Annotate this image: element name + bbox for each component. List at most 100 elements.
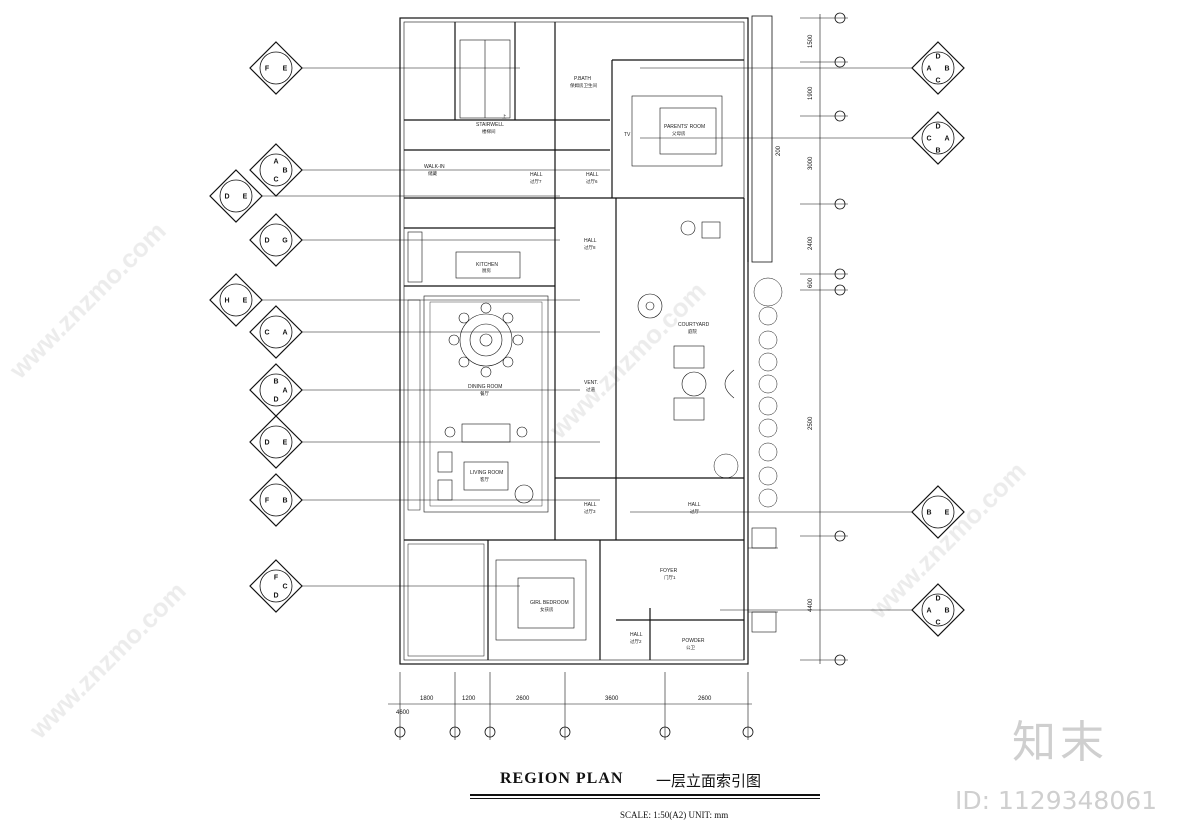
drawing-title: REGION PLAN (500, 770, 624, 787)
room-labels: STAIRWELL 楼梯间 P.BATH 保姆房卫生间 PARENTS' ROO… (424, 76, 710, 650)
watermark-text: www.znzmo.com (22, 576, 191, 745)
tv-label: TV (624, 132, 631, 138)
dimension-value: 200 (776, 145, 782, 156)
room-label: HALL (584, 238, 597, 244)
index-letter: D (935, 54, 940, 61)
stair-up-label: 上 (502, 113, 507, 119)
room-label: PARENTS' ROOM (664, 124, 705, 130)
index-circle (259, 425, 293, 459)
right-dimension-text: 1500 1900 3000 2400 600 2500 4400 200 (776, 34, 814, 612)
index-symbol: DA BC (911, 41, 965, 95)
index-letter: D (273, 397, 278, 404)
bottom-dimension-text: 1800 1200 2600 3600 2600 4600 (396, 696, 712, 716)
room-label: STAIRWELL (476, 122, 504, 128)
dimension-value: 1200 (462, 696, 476, 702)
room-label: HALL (630, 632, 643, 638)
right-grid-markers (834, 12, 846, 666)
index-circle (259, 223, 293, 257)
dimension-value: 2400 (808, 236, 814, 250)
dimension-value: 2600 (698, 696, 712, 702)
index-symbol: ABC (249, 143, 303, 197)
room-label: GIRL BEDROOM (530, 600, 569, 606)
dimension-value: 1900 (808, 86, 814, 100)
room-label-cn: 保姆房卫生间 (570, 82, 597, 89)
index-diamond (209, 273, 263, 327)
index-letter: B (282, 168, 287, 175)
index-diamond (911, 41, 965, 95)
room-label: WALK-IN (424, 164, 445, 170)
index-letter: A (926, 608, 931, 615)
room-label: POWDER (682, 638, 705, 644)
room-label-cn: 过厅8 (584, 244, 596, 251)
index-letter: C (935, 78, 940, 85)
index-diamond (249, 415, 303, 469)
index-letter: F (274, 575, 279, 582)
index-letter: A (282, 388, 287, 395)
index-diamond (249, 473, 303, 527)
index-letter: D (935, 124, 940, 131)
bottom-grid-markers (394, 726, 754, 738)
index-circle (921, 51, 955, 85)
room-label-cn: 厨房 (482, 267, 491, 274)
living-furniture (437, 423, 534, 504)
index-diamond (249, 143, 303, 197)
scale-text: SCALE: 1:50(A2) UNIT: mm (620, 810, 729, 820)
watermark-layer: www.znzmo.com www.znzmo.com www.znzmo.co… (2, 216, 1031, 745)
room-label-cn: 过厅7 (530, 178, 542, 185)
courtyard-furniture (637, 220, 735, 421)
index-letter: A (926, 66, 931, 73)
room-label: LIVING ROOM (470, 470, 503, 476)
room-label-cn: 女孩房 (540, 606, 554, 613)
index-diamond (249, 363, 303, 417)
dimension-value: 3600 (605, 696, 619, 702)
index-letter: C (273, 177, 278, 184)
index-letter: E (243, 194, 248, 201)
index-circle (259, 483, 293, 517)
index-letter: E (243, 298, 248, 305)
index-circle (259, 153, 293, 187)
index-diamond (249, 41, 303, 95)
room-label: COURTYARD (678, 322, 710, 328)
room-label-cn: 庭院 (688, 328, 697, 335)
reference-lines (262, 67, 912, 611)
room-label: DINING ROOM (468, 384, 502, 390)
index-letter: B (944, 608, 949, 615)
title-block: REGION PLAN 一层立面索引图 SCALE: 1:50(A2) UNIT… (470, 768, 830, 828)
room-label-cn: 过厅3 (584, 508, 596, 515)
room-label-cn: 客厅 (480, 476, 489, 483)
index-letter: C (264, 330, 269, 337)
index-letter: A (944, 136, 949, 143)
index-letter: F (265, 498, 270, 505)
bottom-dimension-line (388, 672, 752, 740)
index-letter: C (935, 620, 940, 627)
dimension-value: 4400 (808, 598, 814, 612)
building-walls (399, 15, 773, 665)
watermark-brand: 知末 (1012, 717, 1108, 768)
room-label: KITCHEN (476, 262, 498, 268)
index-circle (259, 51, 293, 85)
index-letter: F (265, 66, 270, 73)
dimension-value: 1800 (420, 696, 434, 702)
index-circle (259, 373, 293, 407)
room-label: VENT. (584, 380, 598, 386)
drawing-title-cn: 一层立面索引图 (656, 772, 762, 790)
room-label-cn: 餐厅 (480, 390, 489, 397)
index-letter: C (926, 136, 931, 143)
title-underline (470, 794, 820, 796)
index-letter: B (944, 66, 949, 73)
watermark-text: www.znzmo.com (542, 276, 711, 445)
index-symbol: FCD (249, 559, 303, 613)
index-diamond (911, 583, 965, 637)
room-label-cn: 公卫 (686, 645, 695, 650)
index-diamond (249, 213, 303, 267)
room-label: FOYER (660, 568, 678, 574)
index-letter: H (224, 298, 229, 305)
index-circle (921, 495, 955, 529)
index-diamond (209, 169, 263, 223)
index-letter: B (926, 510, 931, 517)
